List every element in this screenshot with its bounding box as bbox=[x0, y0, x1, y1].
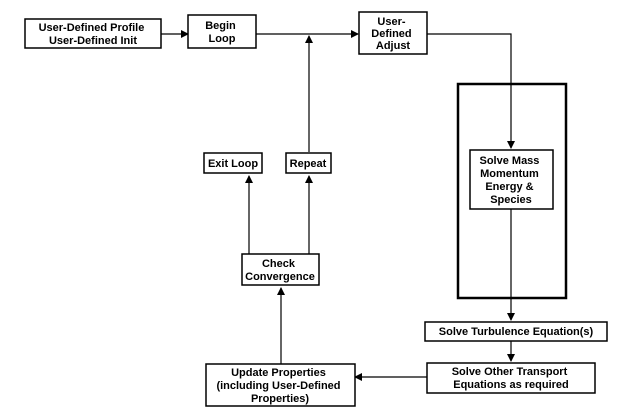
text-line: Convergence bbox=[245, 271, 315, 283]
repeat-box bbox=[285, 152, 332, 174]
check-convergence-box bbox=[241, 253, 320, 286]
exit-loop-text: Exit Loop bbox=[208, 158, 258, 170]
node-user-defined-adjust: User- Defined Adjust bbox=[358, 11, 428, 55]
text-line: Solve Turbulence Equation(s) bbox=[439, 326, 594, 338]
text-line: Begin bbox=[205, 20, 236, 32]
user-defined-adjust-box bbox=[358, 11, 428, 55]
solve-other-transport-text: Solve Other Transport Equations as requi… bbox=[452, 366, 571, 391]
node-exit-loop: Exit Loop bbox=[203, 152, 263, 174]
text-line: User-Defined Profile bbox=[39, 22, 145, 34]
check-convergence-text: Check Convergence bbox=[245, 258, 315, 283]
text-line: User- bbox=[377, 16, 405, 28]
node-solve-other-transport: Solve Other Transport Equations as requi… bbox=[426, 362, 596, 394]
update-properties-text: Update Properties (including User-Define… bbox=[216, 367, 343, 405]
node-solve-mass: Solve Mass Momentum Energy & Species bbox=[469, 149, 554, 210]
user-defined-profile-box bbox=[24, 18, 162, 49]
node-user-defined-profile: User-Defined Profile User-Defined Init bbox=[24, 18, 162, 49]
text-line: Properties) bbox=[251, 393, 309, 405]
edge-adjust-to-solve-mass bbox=[427, 33, 515, 149]
solve-other-transport-box bbox=[426, 362, 596, 394]
exit-loop-box bbox=[203, 152, 263, 174]
text-line: Repeat bbox=[290, 158, 327, 170]
node-check-convergence: Check Convergence bbox=[241, 253, 320, 286]
solve-turbulence-box bbox=[424, 321, 608, 342]
node-begin-loop: Begin Loop bbox=[187, 14, 257, 49]
update-properties-box bbox=[205, 363, 356, 407]
repeat-text: Repeat bbox=[290, 158, 327, 170]
begin-loop-text: Begin Loop bbox=[205, 20, 239, 45]
text-line: Update Properties bbox=[231, 367, 326, 379]
begin-loop-box bbox=[187, 14, 257, 49]
text-line: Solve Mass bbox=[480, 155, 540, 167]
text-line: Loop bbox=[209, 33, 236, 45]
text-line: Species bbox=[490, 194, 532, 206]
node-update-properties: Update Properties (including User-Define… bbox=[205, 363, 356, 407]
node-repeat: Repeat bbox=[285, 152, 332, 174]
solve-mass-box bbox=[469, 149, 554, 210]
solve-turbulence-text: Solve Turbulence Equation(s) bbox=[439, 326, 594, 338]
text-line: Defined bbox=[371, 28, 411, 40]
text-line: Energy & bbox=[485, 181, 533, 193]
text-line: Solve Other Transport bbox=[452, 366, 568, 378]
text-line: Adjust bbox=[376, 40, 411, 52]
user-defined-profile-text: User-Defined Profile User-Defined Init bbox=[39, 22, 148, 47]
solver-frame bbox=[456, 82, 568, 300]
solve-mass-text: Solve Mass Momentum Energy & Species bbox=[480, 155, 543, 206]
user-defined-adjust-text: User- Defined Adjust bbox=[371, 16, 414, 52]
text-line: (including User-Defined bbox=[216, 380, 340, 392]
node-solve-turbulence: Solve Turbulence Equation(s) bbox=[424, 321, 608, 342]
text-line: User-Defined Init bbox=[49, 35, 137, 47]
edges bbox=[161, 30, 515, 381]
text-line: Equations as required bbox=[453, 379, 569, 391]
text-line: Momentum bbox=[480, 168, 539, 180]
text-line: Exit Loop bbox=[208, 158, 258, 170]
text-line: Check bbox=[262, 258, 296, 270]
